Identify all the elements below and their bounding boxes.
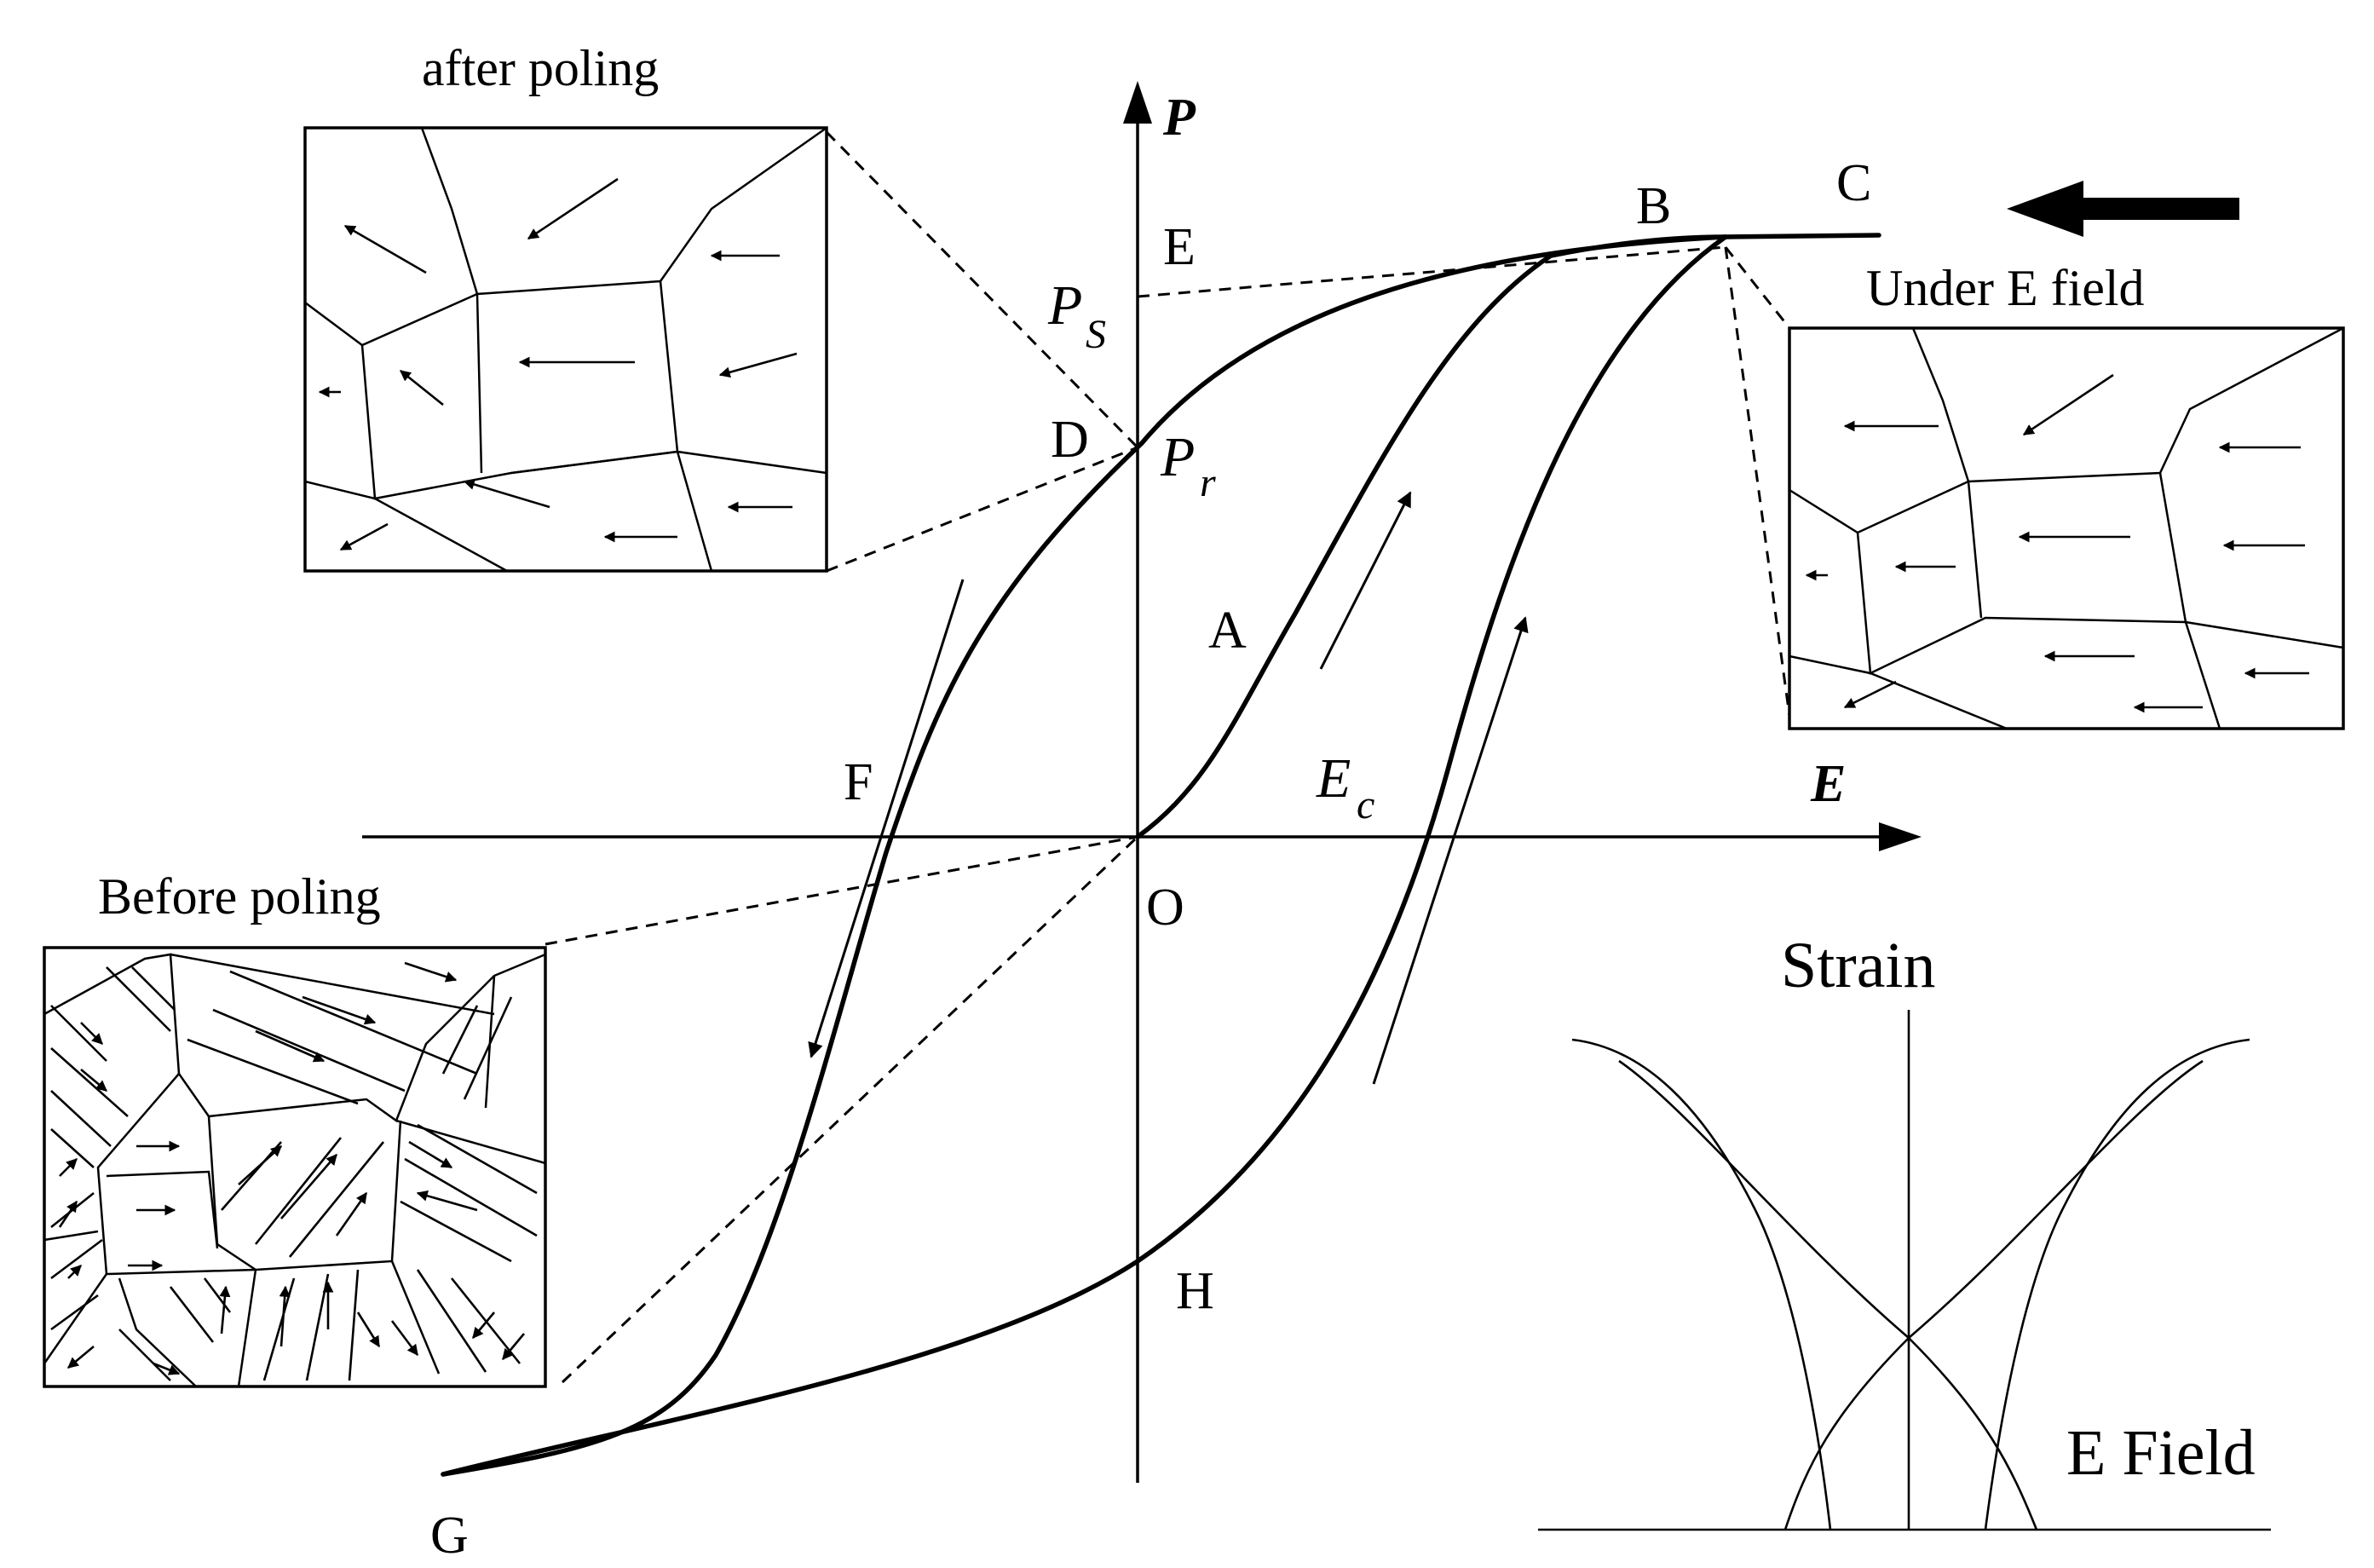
- field-direction-arrow: [2007, 181, 2239, 237]
- origin-label: O: [1146, 879, 1184, 937]
- e-field-axis-label: E Field: [2066, 1417, 2256, 1489]
- before-poling-top-leader: [545, 835, 1138, 946]
- under-field-inset: Under E field: [1788, 260, 2345, 730]
- ps-label: P: [1047, 274, 1082, 337]
- hysteresis-loop: [441, 233, 1881, 1477]
- arrow-up-lower-branch: [1372, 616, 1529, 1085]
- before-poling-domain-arrows: [58, 961, 525, 1375]
- before-poling-domain-hatching: [50, 966, 538, 1381]
- point-a-label: A: [1208, 602, 1247, 660]
- after-poling-box: [303, 126, 828, 573]
- e-axis-arrowhead: [1879, 822, 1922, 851]
- e-axis-label: E: [1810, 755, 1846, 813]
- p-axis-label: P: [1162, 89, 1196, 147]
- under-field-domain-arrows: [1805, 373, 2309, 713]
- point-labels: P E O A B C D E F G H P S P r E c: [430, 89, 1871, 1565]
- butterfly-curve-left-inner: [1618, 1059, 2038, 1531]
- initial-polarization-curve: [1135, 234, 1728, 839]
- before-poling-title: Before poling: [98, 868, 381, 925]
- ps-extrapolation-line: [1137, 245, 1726, 298]
- butterfly-curve-right-outer: [1984, 1038, 2250, 1531]
- under-field-top-leader: [1724, 246, 1791, 329]
- dashed-guides: [545, 130, 1791, 1384]
- point-h-label: H: [1176, 1262, 1214, 1320]
- before-poling-box: [43, 946, 547, 1388]
- butterfly-curve-left-outer: [1571, 1038, 1832, 1531]
- upper-branch-curve: [441, 233, 1881, 1477]
- ps-subscript: S: [1086, 312, 1106, 357]
- ec-label: E: [1316, 747, 1351, 810]
- after-poling-title: after poling: [422, 40, 659, 96]
- p-axis-arrowhead: [1123, 81, 1152, 124]
- arrow-down-upper-branch: [808, 579, 965, 1058]
- after-poling-top-leader: [825, 130, 1139, 449]
- after-poling-inset: after poling: [303, 40, 828, 573]
- point-b-label: B: [1636, 177, 1671, 235]
- under-field-bottom-leader: [1724, 246, 1791, 717]
- point-d-label: D: [1051, 411, 1089, 469]
- strain-plot: Strain E Field: [1538, 930, 2271, 1531]
- after-poling-domain-arrows: [318, 177, 798, 551]
- under-field-box: [1788, 326, 2345, 730]
- pr-label: P: [1160, 426, 1195, 488]
- point-c-label: C: [1836, 154, 1871, 212]
- point-e-label: E: [1163, 218, 1196, 276]
- ec-subscript: c: [1357, 782, 1374, 827]
- point-f-label: F: [844, 753, 873, 811]
- before-poling-inset: Before poling: [43, 868, 547, 1388]
- strain-axis-label: Strain: [1781, 930, 1936, 1001]
- after-poling-bottom-leader: [826, 446, 1138, 573]
- loop-direction-arrows: [808, 181, 2239, 1085]
- point-g-label: G: [430, 1507, 469, 1565]
- lower-branch-curve: [441, 234, 1728, 1477]
- arrow-up-initial: [1319, 491, 1412, 670]
- pr-subscript: r: [1200, 460, 1216, 505]
- butterfly-curve-right-inner: [1783, 1059, 2204, 1531]
- before-poling-bottom-leader: [561, 835, 1139, 1384]
- under-field-title: Under E field: [1866, 260, 2145, 316]
